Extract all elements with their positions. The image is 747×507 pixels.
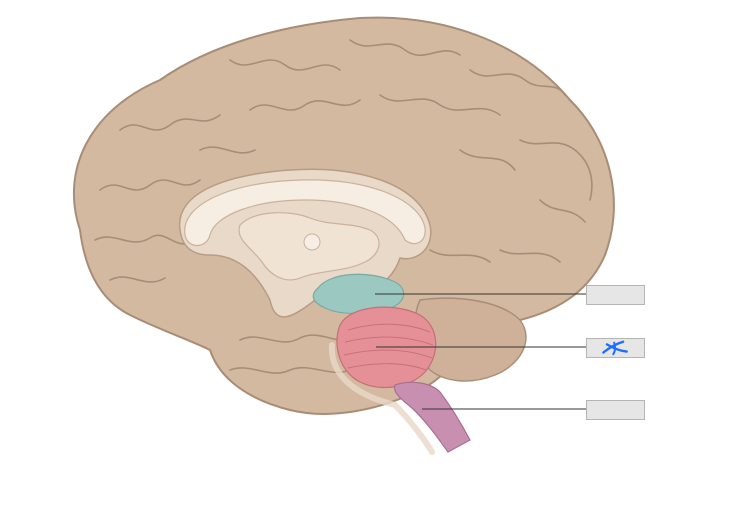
gyri-pattern xyxy=(94,39,593,374)
pons-striations xyxy=(343,323,434,371)
medulla xyxy=(393,381,471,453)
mammillary-detail xyxy=(303,233,321,251)
corpus-callosum xyxy=(184,179,426,247)
cross-scribble-icon xyxy=(602,340,628,356)
brainstem-sheath xyxy=(328,342,435,455)
label-box-medulla[interactable] xyxy=(586,400,645,420)
label-box-midbrain[interactable] xyxy=(586,285,645,305)
label-box-pons[interactable] xyxy=(586,338,645,358)
